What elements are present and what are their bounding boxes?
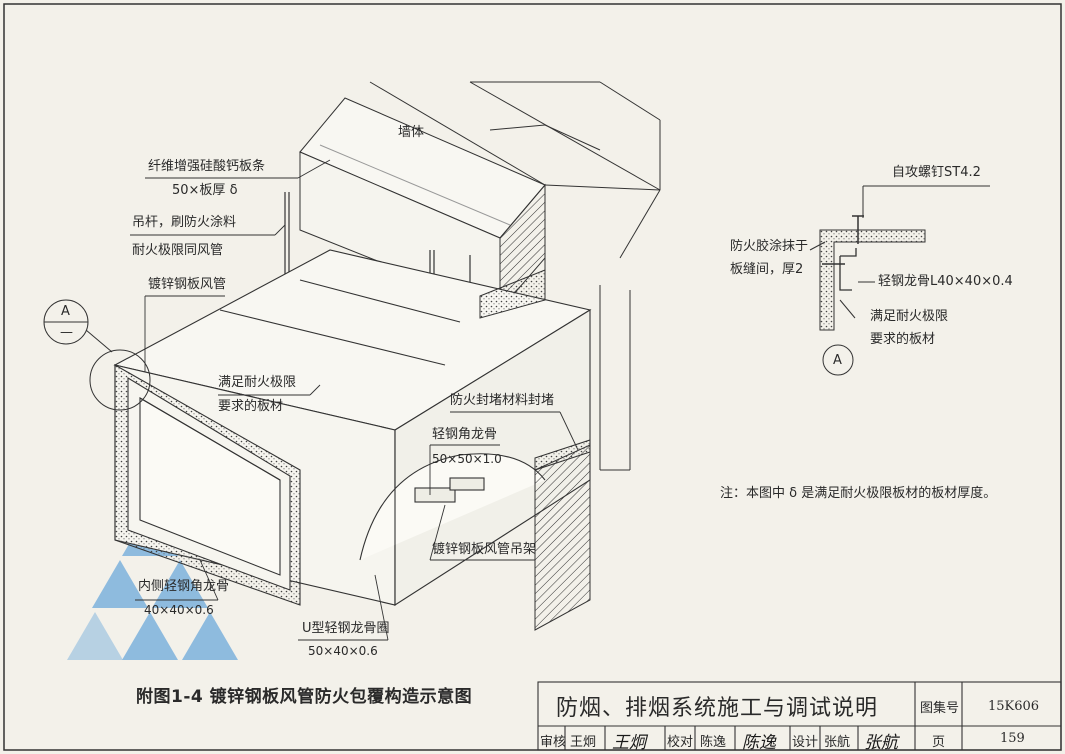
design-signature: 张航 (864, 733, 898, 753)
board-strip-label: 纤维增强硅酸钙板条 (148, 159, 266, 174)
wall-label: 墙体 (398, 125, 425, 140)
inner-keel-size-label: 40×40×0.6 (144, 603, 214, 617)
review-name: 王炯 (570, 735, 597, 750)
atlas-number: 15K606 (988, 699, 1040, 714)
detail-a-marker: A (833, 353, 842, 368)
fire-glue-label: 防火胶涂抹于 (730, 239, 809, 254)
screw-label: 自攻螺钉ST4.2 (892, 165, 981, 180)
check-label: 校对 (667, 735, 694, 750)
section-marker (43, 299, 151, 411)
duct-label: 镀锌钢板风管 (148, 277, 227, 292)
figure-caption: 附图1-4 镀锌钢板风管防火包覆构造示意图 (136, 687, 473, 707)
fire-glue-thickness-label: 板缝间，厚2 (730, 262, 804, 277)
fire-board-label-2: 要求的板材 (218, 399, 284, 414)
steel-keel-label: 轻钢龙骨L40×40×0.4 (878, 274, 1013, 289)
ceiling-planes (369, 81, 661, 300)
u-keel-size-label: 50×40×0.6 (308, 644, 378, 658)
fire-seal-wall (479, 269, 631, 631)
detail-board-label-2: 要求的板材 (870, 332, 936, 347)
detail-board-label: 满足耐火极限 (870, 309, 949, 324)
duct-hanger-label: 镀锌钢板风管吊架 (432, 542, 537, 557)
note-text: 注：本图中 δ 是满足耐火极限板材的板材厚度。 (720, 486, 997, 501)
angle-keel-size-label: 50×50×1.0 (432, 452, 502, 466)
check-name: 陈逸 (700, 735, 727, 750)
section-marker-letter: A (61, 304, 70, 319)
hanger-fire-label: 耐火极限同风管 (132, 243, 224, 258)
design-label: 设计 (792, 735, 819, 750)
sheet-border (3, 3, 1062, 751)
section-marker-dash: — (60, 325, 73, 340)
angle-keel-label: 轻钢角龙骨 (432, 427, 498, 442)
review-label: 审核 (540, 735, 567, 750)
fire-board-label: 满足耐火极限 (218, 375, 297, 390)
page-number: 159 (1000, 731, 1025, 746)
title-block-grid (537, 681, 1062, 751)
review-signature: 王炯 (612, 733, 646, 753)
inner-keel-label: 内侧轻钢角龙骨 (138, 579, 230, 594)
u-keel-label: U型轻钢龙骨圈 (302, 621, 390, 636)
wall-block (299, 97, 546, 312)
fire-seal-label: 防火封堵材料封堵 (450, 393, 555, 408)
check-signature: 陈逸 (742, 733, 776, 753)
leader-lines (130, 159, 579, 641)
design-name: 张航 (824, 735, 851, 750)
duct-box (113, 249, 592, 607)
hanger-label: 吊杆，刷防火涂料 (132, 215, 237, 230)
detail-a-drawing (809, 185, 990, 376)
board-strip-size-label: 50×板厚 δ (172, 183, 238, 198)
page-label: 页 (932, 735, 946, 750)
atlas-label: 图集号 (920, 701, 960, 716)
title-block-title: 防烟、排烟系统施工与调试说明 (556, 696, 879, 721)
